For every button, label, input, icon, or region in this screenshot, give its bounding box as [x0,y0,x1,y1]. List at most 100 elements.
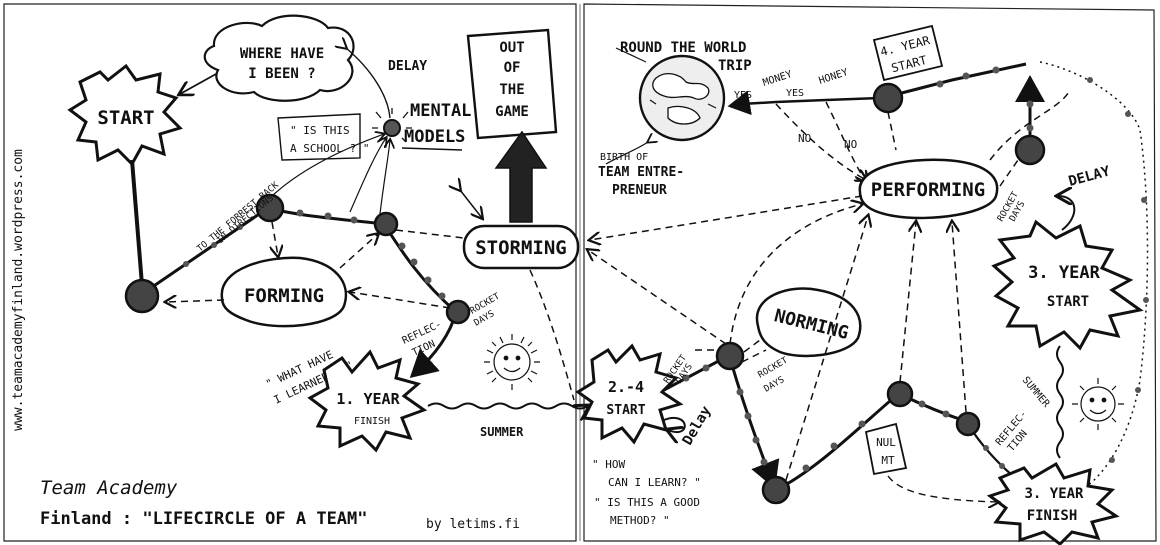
start-burst: START [67,63,183,167]
node-rocket [445,299,471,325]
summer-wave-left [427,402,588,409]
storming-label: STORMING [475,237,567,259]
mental-models: MENTAL MODELS [372,101,471,151]
year3-finish-burst: 3. YEAR FINISH [986,461,1120,545]
no1-label: NO [798,132,811,145]
yes2-label: YES [786,88,804,99]
is-school-line2: A SCHOOL ? " [290,142,369,155]
norming-ellipse: NORMING [755,287,862,358]
path-beads-right [682,66,1034,472]
round-world-line1: ROUND THE WORLD [620,40,746,56]
node-forming-top [255,193,285,223]
year3-finish-line1: 3. YEAR [1024,486,1084,502]
delay-loop-bottom [664,417,686,432]
start-24-burst: 2.-4 START [575,343,684,445]
no2-label: NO [844,138,857,151]
is-school-line1: " IS THIS [290,124,350,137]
is-school-note: " IS THIS A SCHOOL ? " [277,113,369,161]
year1-line1: 1. YEAR [336,390,400,408]
rocket-days-3-line1: ROCKET [757,355,791,380]
where-have-line2: I BEEN ? [248,66,315,82]
delay-loop-right [1058,196,1076,231]
start24-line2: START [606,403,645,418]
nodes-left [124,193,471,325]
nul-mt-line2: MT [881,454,895,467]
title-line2: Finland : "LIFECIRCLE OF A TEAM" [40,509,368,529]
out-of-game-box: OUT OF THE GAME [466,28,558,140]
website-url: www.teamacademyfinland.wordpress.com [11,149,26,431]
node-start [124,278,160,314]
performing-ellipse: PERFORMING [858,158,999,220]
how-learn-line3: " IS THIS A GOOD [594,496,700,509]
birth-line3: PRENEUR [612,183,667,198]
arrow-delay-where [346,48,391,119]
delay-top-label: DELAY [388,59,427,74]
year1-finish-burst: 1. YEAR FINISH [307,349,428,453]
node-right-low [955,411,981,437]
rocket-days-3-line2: DAYS [763,375,787,395]
honey-label: HONEY [818,67,850,87]
start-connector [130,159,144,286]
decision-path [727,90,881,116]
dashed-arrows-right [588,89,1071,481]
summer-1-label: SUMMER [480,425,524,439]
page-frames [3,3,1157,542]
node-bottom [761,475,791,505]
node-forming-right [373,211,399,237]
path-beads-left [183,209,446,300]
storming-box: STORMING [462,224,580,270]
dashed-arrows-left [166,190,575,401]
arrows-to-mental [271,134,390,215]
big-arrow-up [494,130,548,223]
year3-start-line1: 3. YEAR [1028,263,1100,283]
credit-label: by letims.fi [426,517,520,532]
money-label: MONEY [762,69,794,89]
arrow-where-to-start [180,73,217,94]
year1-line2: FINISH [354,416,390,427]
where-have-cloud: WHERE HAVE I BEEN ? [203,14,355,102]
title-line1: Team Academy [40,477,178,499]
forming-label: FORMING [244,285,324,307]
nul-mt-line1: NUL [876,436,896,449]
node-year4 [872,82,904,114]
out-line4: GAME [495,104,529,120]
year3-start-burst: 3. YEAR START [991,219,1144,351]
year3-finish-line2: FINISH [1027,508,1078,524]
mental-models-line1: MENTAL [410,101,471,121]
birth-pointer [605,142,648,165]
start24-line1: 2.-4 [608,378,644,396]
out-line2: OF [504,60,521,76]
round-world-pointer [615,47,647,63]
birth-line2: TEAM ENTRE- [598,165,684,180]
outer-arc-beads [1087,77,1149,463]
round-world-line2: TRIP [718,58,752,74]
sun-left-icon [484,334,540,390]
node-mid [886,380,914,408]
summer-wave-right [1056,345,1064,459]
performing-label: PERFORMING [871,179,985,201]
out-line1: OUT [499,40,524,56]
forming-ellipse: FORMING [220,256,348,328]
start-label: START [97,107,154,129]
how-learn-line4: METHOD? " [610,514,670,527]
nul-to-finish [887,475,998,502]
node-year3 [1014,134,1046,166]
globe-icon [638,54,726,142]
birth-line1: BIRTH OF [600,152,648,163]
node-norming [715,341,745,371]
where-have-line1: WHERE HAVE [240,46,324,62]
how-learn-line2: CAN I LEARN? " [608,476,701,489]
yes1-label: YES [734,90,752,101]
mental-models-line2: MODELS [404,127,465,147]
nodes-right [715,82,1046,505]
summer-2-label: SUMMER [1020,375,1052,410]
delay-right-label: DELAY [1067,163,1112,190]
out-line3: THE [499,82,524,98]
how-learn-line1: " HOW [592,458,625,471]
sun-right-icon [1072,378,1124,430]
year4-start-box: 4. YEAR START [872,24,944,82]
nul-mt-box: NUL MT [864,422,908,476]
year3-start-line2: START [1047,294,1089,310]
